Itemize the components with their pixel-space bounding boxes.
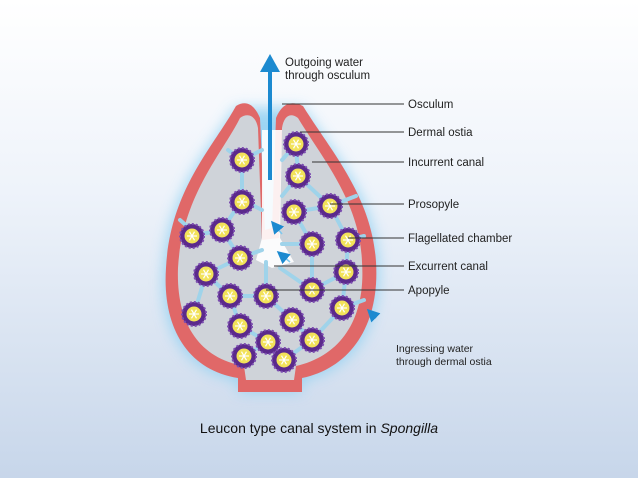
- flagellated-chamber: [279, 307, 305, 333]
- flagellated-chamber: [299, 231, 325, 257]
- caption-genus: Spongilla: [380, 420, 439, 436]
- spongocoel: [256, 130, 294, 268]
- flagellated-chamber: [209, 217, 235, 243]
- flagellated-chamber: [285, 163, 311, 189]
- prosopyle-label: Prosopyle: [408, 199, 459, 211]
- outgoing-label-line2: through osculum: [285, 70, 370, 82]
- flow-arrows: [270, 220, 381, 323]
- dermal-ostia-label: Dermal ostia: [408, 127, 473, 139]
- flagellated-chamber: [253, 283, 279, 309]
- ingressing-label-line2: through dermal ostia: [396, 356, 492, 368]
- flagellated-chamber: [329, 295, 355, 321]
- flagellated-chamber: [317, 193, 343, 219]
- flagellated-chamber-label: Flagellated chamber: [408, 233, 512, 245]
- flagellated-chamber: [181, 301, 207, 327]
- flagellated-chamber: [231, 343, 257, 369]
- flagellated-chamber: [229, 189, 255, 215]
- flagellated-chamber: [227, 245, 253, 271]
- ingressing-label-line1: Ingressing water: [396, 343, 474, 355]
- flagellated-chamber: [217, 283, 243, 309]
- outgoing-label-line1: Outgoing water: [285, 57, 363, 69]
- flagellated-chamber: [193, 261, 219, 287]
- flagellated-chamber: [283, 131, 309, 157]
- flagellated-chamber: [333, 259, 359, 285]
- leader-lines: [266, 103, 404, 291]
- osculum-label: Osculum: [408, 99, 453, 111]
- flagellated-chamber: [281, 199, 307, 225]
- flagellated-chamber: [335, 227, 361, 253]
- incurrent-canal-label: Incurrent canal: [408, 157, 484, 169]
- flagellated-chamber: [271, 347, 297, 373]
- caption-text: Leucon type canal system in: [199, 420, 381, 436]
- flagellated-chamber: [179, 223, 205, 249]
- flagellated-chamber: [299, 327, 325, 353]
- flagellated-chamber: [227, 313, 253, 339]
- apopyle-label: Apopyle: [408, 285, 450, 297]
- flagellated-chamber: [229, 147, 255, 173]
- outgoing-arrowhead-icon: [260, 54, 280, 72]
- excurrent-canal-label: Excurrent canal: [408, 261, 488, 273]
- figure-caption: Leucon type canal system in Spongilla: [0, 420, 638, 436]
- flagellated-chamber: [255, 329, 281, 355]
